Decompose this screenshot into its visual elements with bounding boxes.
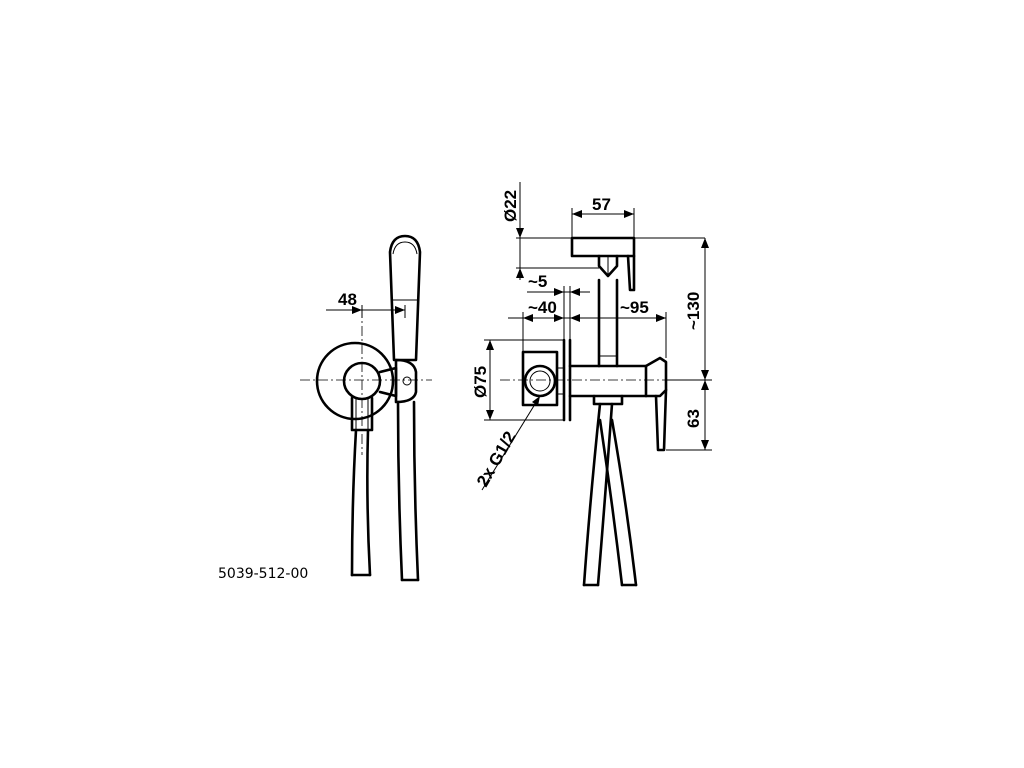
head-trigger — [626, 254, 636, 292]
dim-label-depth-wall: ~40 — [528, 298, 557, 317]
hose-left-a — [350, 428, 358, 577]
valve-knob — [342, 361, 382, 401]
dim-label-offset-small: ~5 — [528, 272, 547, 291]
dim-label-handset-offset: 48 — [338, 290, 357, 309]
dim-label-total-height: ~130 — [684, 292, 703, 330]
hose-side-a — [582, 402, 602, 587]
side-lever — [644, 356, 668, 398]
hose-side-b — [598, 418, 624, 587]
front-view: 48 — [300, 234, 432, 582]
dim-label-projection: ~95 — [620, 298, 649, 317]
hose-right-a — [396, 400, 404, 582]
valve-lever — [350, 396, 374, 432]
dim-label-head-width: 57 — [592, 195, 611, 214]
holder-bracket — [394, 358, 418, 404]
valve-body — [568, 364, 648, 398]
dim-label-rosette-diameter: Ø75 — [471, 366, 490, 398]
dim-label-connection: 2x G1/2 — [473, 428, 520, 490]
rosette-plate — [315, 341, 395, 421]
bidet-head — [570, 236, 636, 258]
handset — [388, 234, 422, 362]
product-code: 5039-512-00 — [218, 566, 308, 582]
dim-label-pipe-diameter: Ø22 — [501, 190, 520, 222]
dim-label-lower-height: 63 — [684, 409, 703, 428]
side-view: Ø22 57 ~5 ~40 ~95 Ø75 2x G — [471, 182, 712, 587]
wall-box — [521, 350, 559, 407]
